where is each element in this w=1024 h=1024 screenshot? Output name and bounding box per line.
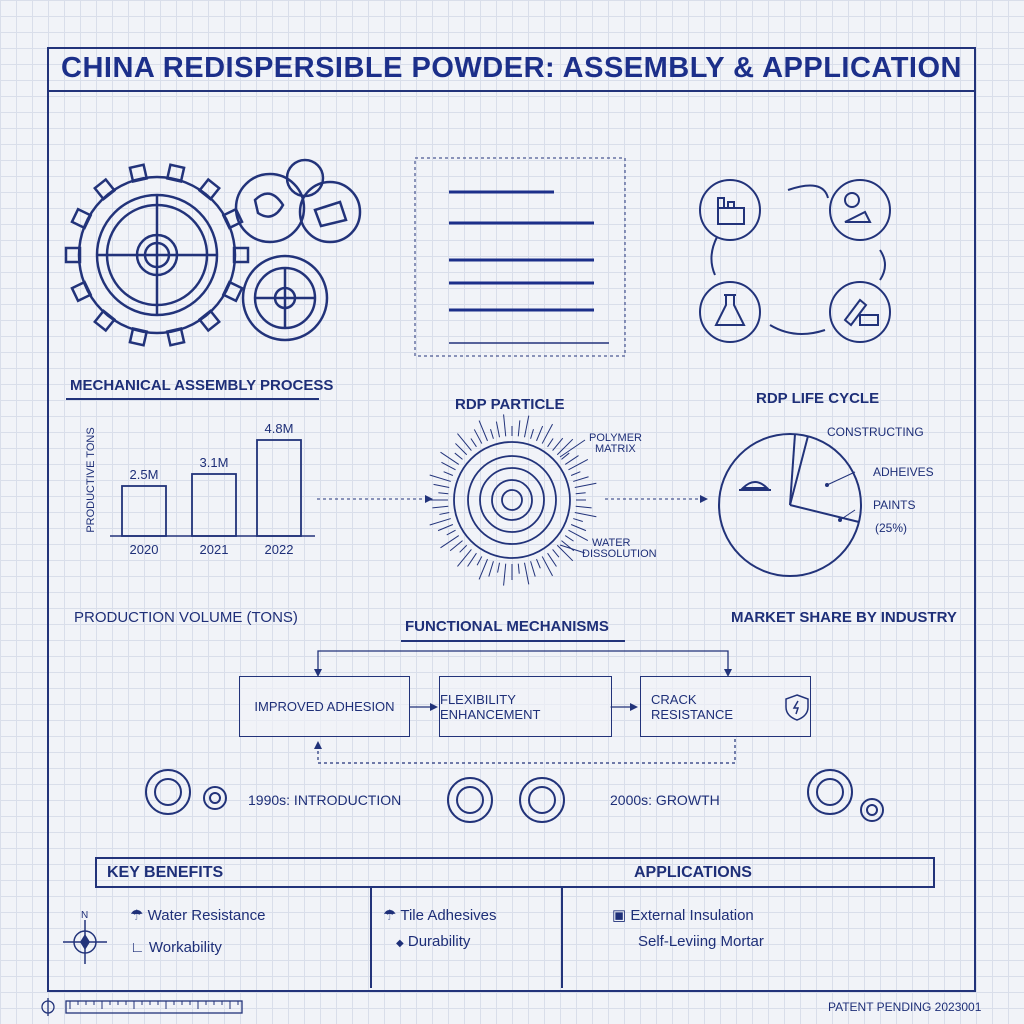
mechanisms-header: FUNCTIONAL MECHANISMS [405,618,609,635]
benefit-text: Water Resistance [147,907,266,924]
title-rule [47,90,976,92]
gear-icon [447,777,493,823]
mechanism-box-flexibility: FLEXIBILITY ENHANCEMENT [439,676,612,737]
mechanisms-underline [401,640,625,642]
production-bar-chart: PRODUCTIVE TONS 2.5M 2020 3.1M 2021 4.8M 2022 [85,421,315,557]
large-gear-icon [64,163,250,347]
assembly-underline [66,398,319,400]
ruler-icon [41,998,243,1016]
factory-icon [699,179,761,241]
water-label: WATER [592,537,631,549]
gear-icon [203,786,227,810]
diamond-icon: ◆ [396,938,404,949]
umbrella-icon: ☂ [130,907,144,924]
lifecycle-diagram [699,179,891,343]
gear-icon [807,769,853,815]
gears-illustration [64,158,362,347]
building-icon: ▣ [612,907,627,924]
cycle-arrow [787,184,829,199]
small-gear-icon [241,254,329,342]
bar-2022 [256,439,302,537]
production-header: PRODUCTION VOLUME (TONS) [74,609,298,626]
mechanism-label: FLEXIBILITY ENHANCEMENT [440,691,541,722]
compass-north-label: N [81,910,89,921]
table-divider [561,888,563,988]
mechanism-label: CRACK RESISTANCE [651,691,734,722]
shield-icon [785,693,809,721]
trowel-icon: ∟ [130,939,145,956]
benefit-text: Workability [148,939,222,956]
benefit-row: ☂ Water Resistance [130,906,265,924]
flow-arrows [317,495,708,503]
pie-annotation: (25%) [875,521,908,535]
flask-icon [699,281,761,343]
gear-icon [519,777,565,823]
bar-data-label: 2.5M [130,467,159,482]
mechanism-label: IMPROVED ADHESION [254,699,395,714]
x-tick-label: 2021 [200,542,229,557]
timeline-2000s: 2000s: GROWTH [610,792,720,808]
application-row: ▣ External Insulation [612,906,754,924]
lifecycle-header: RDP LIFE CYCLE [756,390,880,407]
detail-gear-icon [234,158,362,244]
benefits-header: KEY BENEFITS [107,864,224,881]
compass-icon [63,920,107,964]
document-illustration [414,157,626,357]
table-divider [370,888,372,988]
benefit-text: Durability [407,933,471,950]
market-header: MARKET SHARE BY INDUSTRY [731,609,957,626]
timeline-gears [145,769,884,823]
dissolution-label: DISSOLUTION [582,548,657,560]
x-tick-label: 2020 [130,542,159,557]
footer-patent: PATENT PENDING 2023001 [828,1000,982,1014]
application-text: External Insulation [630,907,754,924]
bar-2020 [121,485,167,537]
gear-icon [860,798,884,822]
bar-2021 [191,473,237,537]
bar-data-label: 3.1M [200,455,229,470]
y-axis-label: PRODUCTIVE TONS [85,427,97,532]
polymer-label: POLYMER [589,432,642,444]
matrix-label: MATRIX [595,443,636,455]
benefit-row: ∟ Workability [130,939,222,956]
benefit-row: ◆ Durability [396,933,470,950]
benefit-text: Tile Adhesives [400,907,497,924]
x-tick-label: 2022 [265,542,294,557]
mechanism-box-crack: CRACK RESISTANCE [640,676,811,737]
mechanism-connectors [314,650,736,764]
pie-label-paints: PAINTS [873,498,916,512]
gear-mixing-icon [829,179,891,241]
table-header-row [95,857,935,888]
trowel-brick-icon [829,281,891,343]
rdp-particle-diagram [426,414,597,586]
blueprint-frame [47,47,976,992]
applications-header: APPLICATIONS [634,864,752,881]
timeline-1990s: 1990s: INTRODUCTION [248,792,402,808]
mechanism-box-adhesion: IMPROVED ADHESION [239,676,410,737]
pie-label-adhesives: ADHEIVES [873,465,934,479]
bar-data-label: 4.8M [265,421,294,436]
market-pie-chart [718,433,862,577]
page-title: CHINA REDISPERSIBLE POWDER: ASSEMBLY & A… [61,52,962,84]
assembly-header: MECHANICAL ASSEMBLY PROCESS [70,377,334,394]
pie-label-constructing: CONSTRUCTING [827,425,924,439]
gear-icon [145,769,191,815]
particle-header: RDP PARTICLE [455,396,565,413]
application-row: Self-Leviing Mortar [638,933,764,950]
umbrella-icon: ☂ [383,907,397,924]
benefit-row: ☂ Tile Adhesives [383,906,497,924]
